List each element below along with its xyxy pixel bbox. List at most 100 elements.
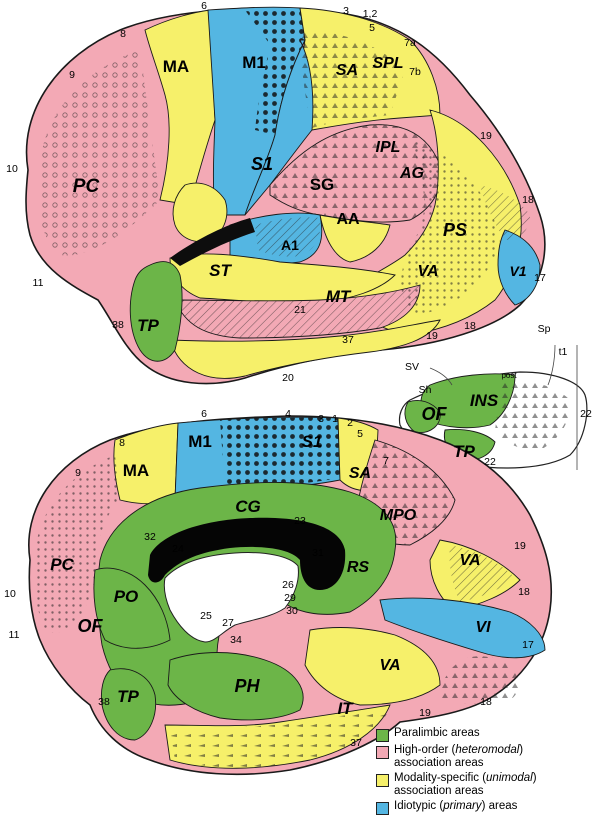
legend-label-primary-italic: primary	[443, 800, 482, 812]
lateral-label-m1: M1	[242, 53, 266, 72]
medial-brodmann-9: 19	[514, 540, 526, 552]
legend-label-paralimbic: Paralimbic areas	[394, 727, 480, 739]
lateral-pc-texture	[38, 50, 160, 256]
legend-label-unimodal-italic: unimodal	[486, 772, 533, 784]
insula-annotation-6: 22	[484, 456, 496, 468]
medial-m1-s1-texture	[220, 417, 340, 487]
medial-brodmann-23: 37	[350, 737, 362, 749]
legend-item-primary: Idiotypic (primary) areas	[376, 800, 600, 815]
lateral-label-ipl: IPL	[376, 139, 401, 156]
medial-brodmann-20: 38	[98, 696, 110, 708]
lateral-brodmann-3: 1,2	[363, 8, 378, 20]
legend-swatch-paralimbic	[376, 729, 389, 742]
lateral-label-ma: MA	[163, 57, 189, 76]
insula-annotation-0: Sp	[538, 323, 551, 335]
insula-annotation-1: SV	[405, 361, 419, 373]
legend-label-heteromodal-italic: heteromodal	[455, 744, 520, 756]
medial-brodmann-12: 29	[284, 592, 296, 604]
lateral-brodmann-10: 18	[522, 194, 534, 206]
medial-label-vi: VI	[475, 619, 491, 636]
medial-region-va-hatch	[449, 545, 515, 602]
medial-brodmann-16: 11	[9, 629, 20, 641]
lateral-label-st: ST	[209, 261, 232, 280]
medial-brodmann-19: 17	[522, 639, 534, 651]
brain-atlas-diagram: MAM1SASPLPCS1SGIPLAGAAA1PSSTV1VAMTTPINSO…	[4, 0, 592, 776]
medial-brodmann-13: 30	[286, 605, 298, 617]
medial-label-po: PO	[114, 587, 139, 606]
medial-label-ph: PH	[234, 676, 260, 696]
lateral-label-aa: AA	[336, 211, 360, 228]
insula-label-ins: INS	[470, 391, 499, 410]
medial-brodmann-8: 9	[75, 467, 81, 479]
medial-label-mpo: MPO	[380, 507, 417, 524]
lateral-region-it	[169, 319, 441, 379]
medial-brodmann-0: 6	[201, 408, 207, 420]
lateral-region-aa	[319, 214, 391, 263]
lateral-brodmann-0: 6	[201, 0, 207, 12]
legend-item-heteromodal: High-order (heteromodal) association are…	[376, 744, 600, 770]
lateral-label-pc: PC	[73, 176, 100, 197]
lateral-brodmann-1: 8	[120, 28, 126, 40]
medial-label-va_upper: VA	[459, 552, 480, 569]
medial-brodmann-6: 8	[119, 437, 125, 449]
medial-brodmann-24: 32	[144, 531, 156, 543]
medial-brodmann-17: 27	[222, 617, 234, 629]
lateral-brodmann-4: 5	[369, 22, 375, 34]
medial-label-sa: SA	[349, 465, 371, 482]
lateral-region-mt-texture	[175, 285, 420, 338]
legend-label-unimodal-pre: Modality-specific (	[394, 772, 487, 784]
medial-brodmann-10: 10	[4, 588, 16, 600]
medial-brodmann-7: 7	[383, 455, 389, 467]
medial-view	[28, 415, 553, 776]
lateral-label-spl: SPL	[372, 55, 403, 72]
lateral-label-s1: S1	[251, 154, 273, 174]
lateral-label-sa: SA	[336, 62, 358, 79]
medial-it-texture	[170, 708, 390, 768]
lateral-view	[25, 6, 546, 385]
medial-region-va-lower	[304, 627, 441, 706]
medial-brodmann-26: 31	[312, 547, 324, 559]
medial-brodmann-11: 26	[282, 579, 294, 591]
medial-brodmann-21: 18	[480, 696, 492, 708]
lateral-region-18-hatch	[480, 185, 530, 240]
lateral-label-ps: PS	[443, 220, 467, 240]
lateral-brodmann-16: 18	[464, 320, 476, 332]
lateral-brodmann-11: 17	[534, 272, 546, 284]
medial-brodmann-27: 24	[172, 543, 184, 555]
medial-label-rs: RS	[347, 559, 370, 576]
lateral-ps-texture	[401, 140, 500, 315]
legend-item-paralimbic: Paralimbic areas	[376, 727, 600, 742]
lateral-region-st	[169, 253, 396, 304]
legend-label-primary-post: ) areas	[481, 800, 518, 812]
medial-corpus-callosum	[148, 517, 346, 590]
lateral-sylvian-fissure	[170, 218, 255, 266]
legend-swatch-heteromodal	[376, 746, 389, 759]
insula-annotation-3: t1	[559, 346, 568, 358]
medial-brodmann-4: 2	[347, 417, 353, 429]
medial-label-it: IT	[337, 699, 354, 718]
lateral-brodmann-14: 37	[342, 334, 354, 346]
lateral-brodmann-15: 19	[426, 330, 438, 342]
lateral-brodmann-6: 7b	[409, 66, 421, 78]
lateral-brodmann-8: 10	[6, 163, 18, 175]
legend: Paralimbic areas High-order (heteromodal…	[376, 727, 600, 817]
lateral-region-a1-hatch	[255, 217, 321, 257]
medial-brodmann-3: 1	[332, 413, 338, 425]
medial-label-tp: TP	[117, 687, 139, 706]
medial-label-cg: CG	[235, 497, 261, 516]
medial-brodmann-1: 4	[285, 408, 291, 420]
lateral-brodmann-9: 19	[480, 130, 492, 142]
medial-region-tp	[100, 668, 157, 741]
medial-label-of: OF	[78, 616, 104, 636]
lateral-region-tp	[129, 261, 183, 362]
lateral-brodmann-17: 20	[282, 372, 294, 384]
insula-annotation-4: post	[501, 371, 517, 380]
medial-label-s1: S1	[302, 432, 323, 451]
legend-label-primary-pre: Idiotypic (	[394, 800, 444, 812]
medial-brodmann-2: 3	[318, 413, 324, 425]
lateral-region-v1	[497, 229, 541, 306]
medial-ventricle	[163, 552, 299, 643]
insula-sp-line	[547, 344, 556, 386]
medial-occipital-texture	[440, 656, 519, 704]
